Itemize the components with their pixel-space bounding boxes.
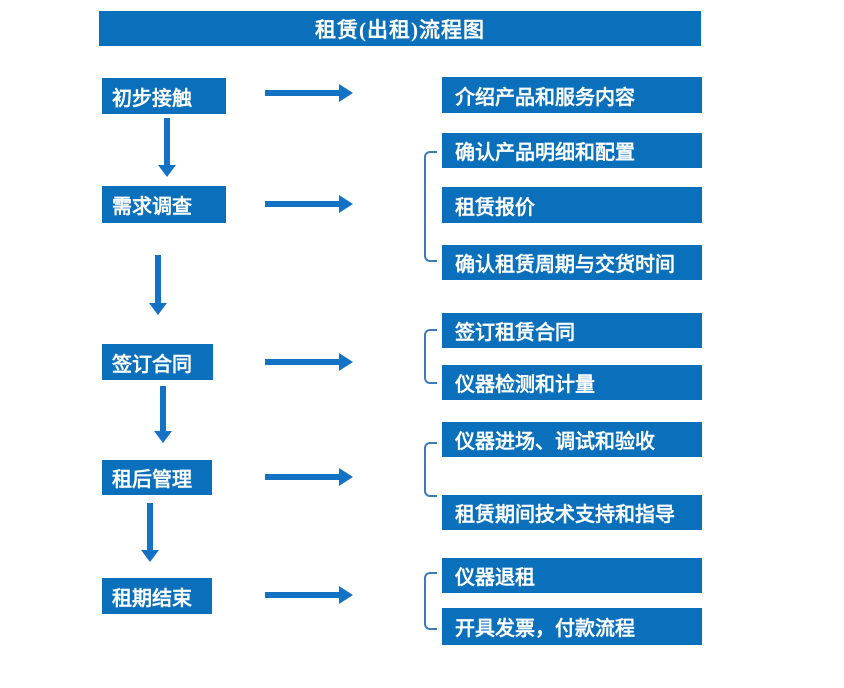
bracket-connector xyxy=(424,151,437,262)
step-box-post-rental-management: 租后管理 xyxy=(102,460,212,495)
detail-box: 仪器检测和计量 xyxy=(442,365,702,400)
step-box-demand-survey: 需求调查 xyxy=(102,186,226,223)
arrow-right-icon xyxy=(265,353,353,371)
detail-box: 租赁期间技术支持和指导 xyxy=(442,495,702,530)
detail-box: 签订租赁合同 xyxy=(442,313,702,348)
step-box-sign-contract: 签订合同 xyxy=(102,344,213,380)
detail-box: 开具发票，付款流程 xyxy=(442,608,702,645)
arrow-down-icon xyxy=(154,386,172,443)
detail-box: 确认租赁周期与交货时间 xyxy=(442,245,702,280)
diagram-title: 租赁(出租)流程图 xyxy=(99,11,701,46)
detail-box: 仪器进场、调试和验收 xyxy=(442,422,702,457)
detail-box: 租赁报价 xyxy=(442,187,702,223)
arrow-right-icon xyxy=(265,586,353,604)
step-box-initial-contact: 初步接触 xyxy=(102,78,226,114)
arrow-right-icon xyxy=(265,195,353,213)
arrow-right-icon xyxy=(265,84,353,102)
step-box-rental-end: 租期结束 xyxy=(102,578,212,614)
arrow-down-icon xyxy=(141,503,159,562)
detail-box: 仪器退租 xyxy=(442,558,702,593)
arrow-down-icon xyxy=(149,255,167,315)
bracket-connector xyxy=(424,442,437,497)
arrow-down-icon xyxy=(158,118,176,177)
detail-box: 确认产品明细和配置 xyxy=(442,133,702,168)
bracket-connector xyxy=(424,329,437,384)
detail-box: 介绍产品和服务内容 xyxy=(442,77,702,113)
bracket-connector xyxy=(424,572,437,630)
arrow-right-icon xyxy=(265,468,353,486)
